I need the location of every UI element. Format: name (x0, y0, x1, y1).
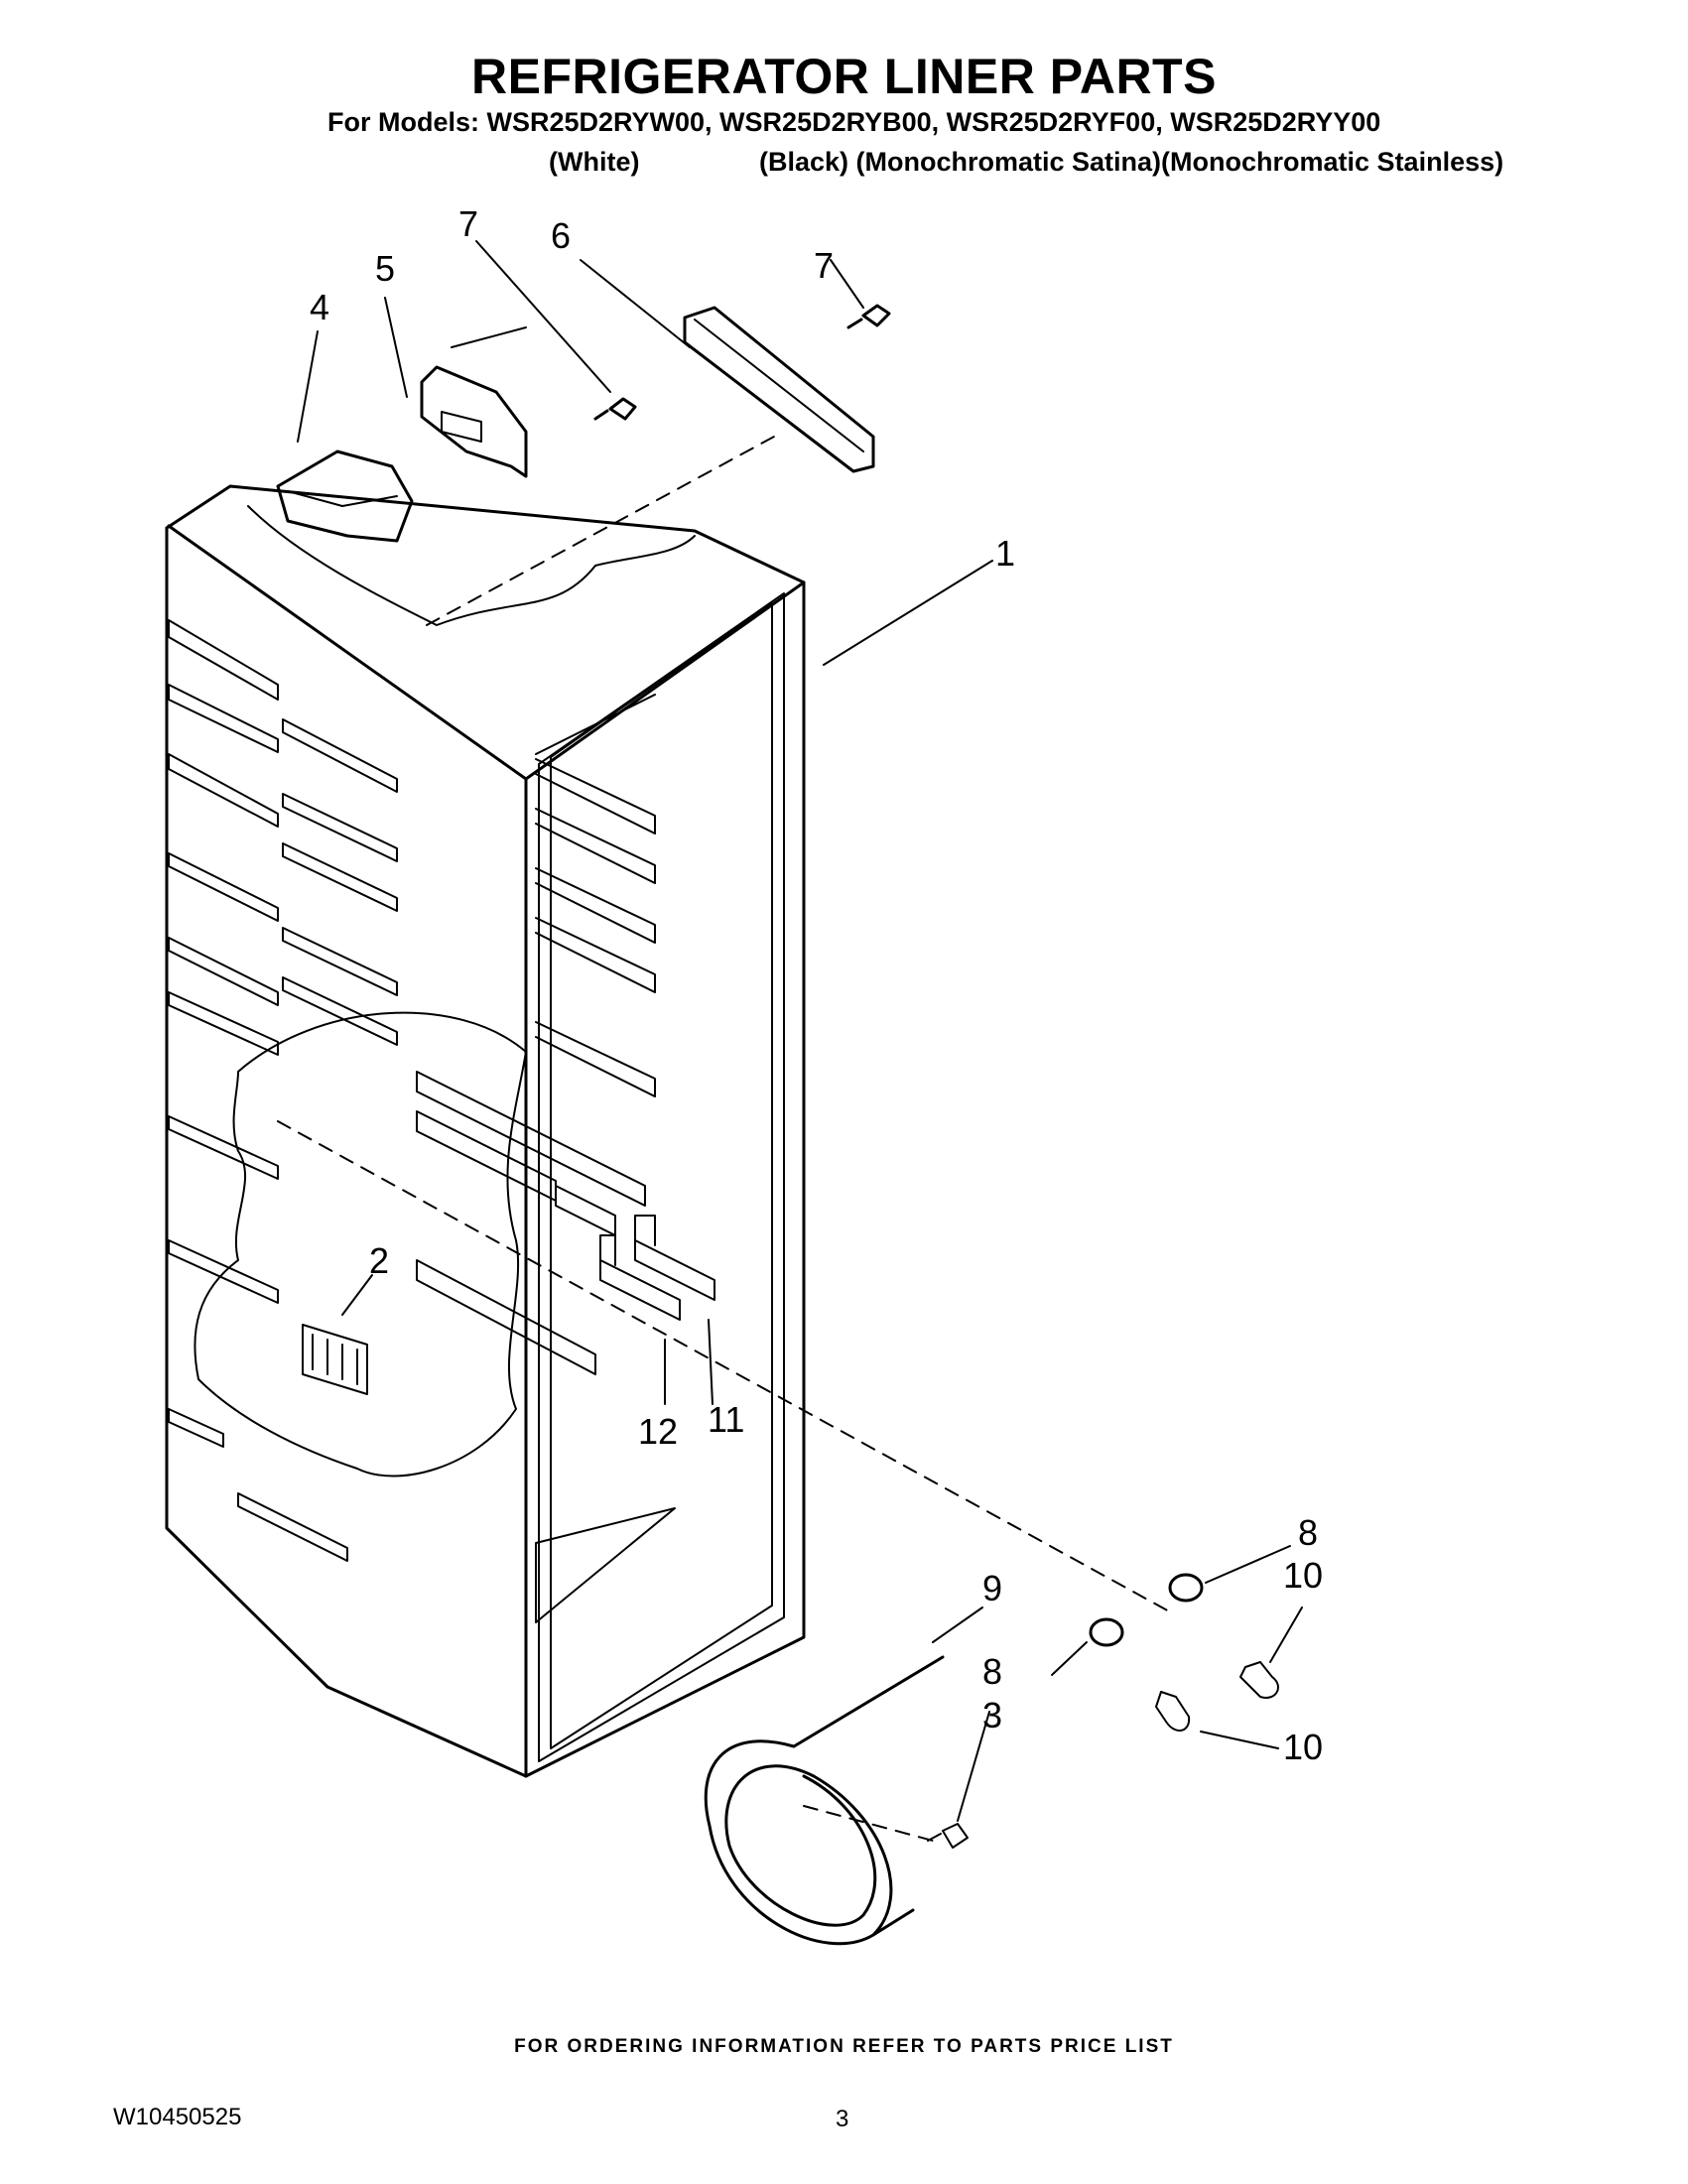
callout-2: 2 (369, 1240, 389, 1281)
part-10-plug-lower (1155, 1691, 1191, 1732)
part-3-screw (927, 1823, 969, 1849)
part-8-grommet-upper (1168, 1573, 1204, 1603)
ordering-note: FOR ORDERING INFORMATION REFER TO PARTS … (514, 2036, 1174, 2057)
page-title: REFRIGERATOR LINER PARTS (471, 49, 1217, 104)
part-10-plug-upper (1239, 1661, 1279, 1699)
document-id: W10450525 (113, 2104, 242, 2130)
callout-9: 9 (982, 1568, 1002, 1608)
callout-8-lower: 8 (982, 1651, 1002, 1692)
callout-5: 5 (375, 248, 395, 289)
part-8-grommet-lower (1089, 1617, 1124, 1647)
part-5-bracket (420, 326, 528, 478)
part-2-vent (302, 1324, 368, 1395)
refrigerator-liner-body (165, 484, 806, 1778)
part-12-clip (599, 1234, 681, 1321)
callout-11: 11 (708, 1399, 744, 1440)
callout-7-right: 7 (814, 245, 834, 286)
callout-12: 12 (638, 1411, 678, 1452)
callout-3: 3 (982, 1695, 1002, 1735)
callout-4: 4 (310, 287, 329, 327)
part-7-screw-left (593, 397, 637, 421)
callout-10-upper: 10 (1283, 1555, 1323, 1596)
part-11-clip (634, 1215, 715, 1301)
part-4-housing (276, 450, 414, 543)
callout-1: 1 (995, 533, 1015, 574)
callout-10-lower: 10 (1283, 1727, 1323, 1767)
variant-others: (Black) (Monochromatic Satina)(Monochrom… (759, 147, 1504, 177)
callout-8-upper: 8 (1298, 1512, 1318, 1553)
part-6-rail (683, 306, 875, 473)
models-line: For Models: WSR25D2RYW00, WSR25D2RYB00, … (327, 107, 1381, 137)
callout-7-left: 7 (458, 203, 478, 244)
part-9-tube-coil (704, 1655, 945, 1946)
page-number: 3 (836, 2106, 849, 2132)
callout-6: 6 (551, 215, 571, 256)
part-7-screw-right (846, 304, 891, 329)
variant-white: (White) (549, 147, 640, 177)
